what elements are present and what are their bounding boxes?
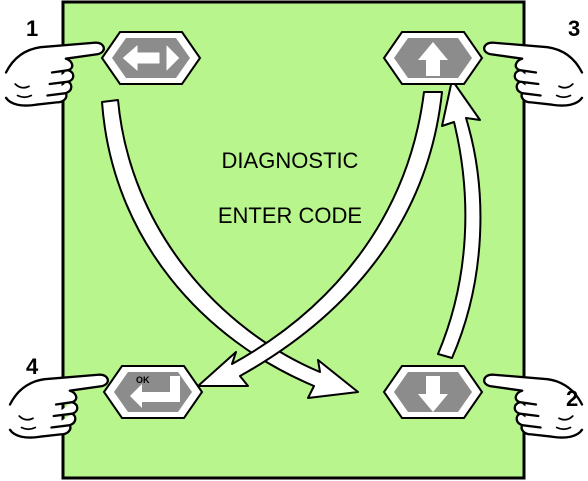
ok-button[interactable] <box>104 366 202 418</box>
ok-label: OK <box>136 375 150 385</box>
up-button[interactable] <box>384 32 482 84</box>
step-number-2: 2 <box>566 386 578 412</box>
down-button[interactable] <box>384 366 482 418</box>
arrows-button[interactable] <box>102 32 200 84</box>
display-line-2: ENTER CODE <box>170 203 410 229</box>
step-number-4: 4 <box>26 354 38 380</box>
step-number-1: 1 <box>26 16 38 42</box>
display-line-1: DIAGNOSTIC <box>170 148 410 174</box>
step-number-3: 3 <box>568 16 580 42</box>
